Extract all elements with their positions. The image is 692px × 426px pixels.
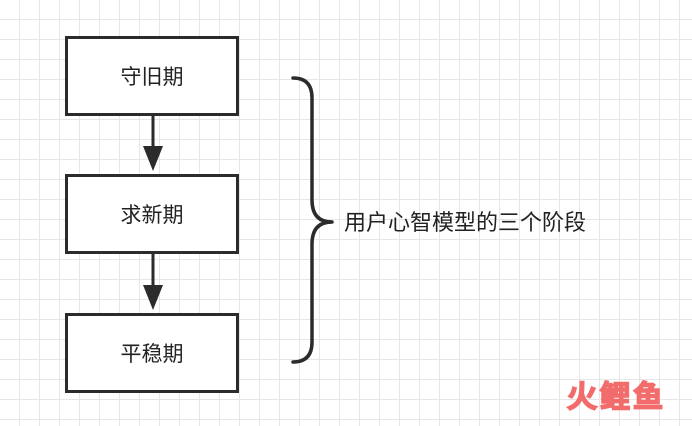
arrow-2-head xyxy=(143,285,163,310)
curly-brace xyxy=(291,76,334,364)
stage-box-seeking-new: 求新期 xyxy=(65,174,239,254)
brace-caption: 用户心智模型的三个阶段 xyxy=(344,211,587,236)
stage-label: 守旧期 xyxy=(120,65,184,89)
watermark-text: 火鲤鱼 xyxy=(566,379,666,416)
stage-box-conservative: 守旧期 xyxy=(65,36,239,116)
stage-label: 求新期 xyxy=(120,203,184,227)
stage-label: 平稳期 xyxy=(120,342,184,366)
watermark-logo: 火鲤鱼 xyxy=(566,372,666,416)
stage-box-stable: 平稳期 xyxy=(65,313,239,393)
arrow-1-head xyxy=(143,146,163,171)
